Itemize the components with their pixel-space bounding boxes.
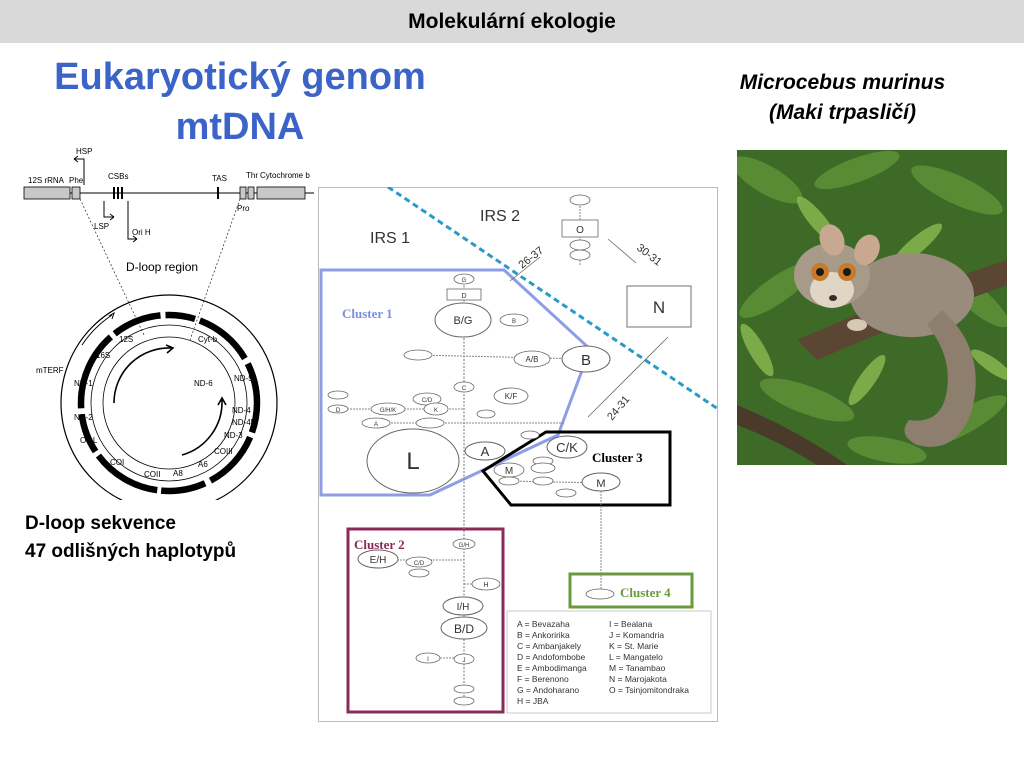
- node-o: O: [576, 225, 584, 236]
- slide-title-line2: mtDNA: [175, 106, 305, 148]
- node-bd: B/D: [454, 622, 474, 636]
- coiii-label: COIII: [214, 447, 233, 456]
- legend-right-k: K = St. Marie: [609, 641, 659, 651]
- species-name: Microcebus murinus: [739, 71, 946, 94]
- a6-label: A6: [198, 460, 208, 469]
- node-cd: C/D: [422, 398, 433, 404]
- legend-left-d: D = Andofombobe: [517, 652, 586, 662]
- node-m1: M: [505, 466, 513, 477]
- legend-right-l: L = Mangatelo: [609, 652, 663, 662]
- mterf-label: mTERF: [36, 366, 64, 375]
- nd3-label: ND-3: [224, 431, 243, 440]
- legend-left-g: G = Andoharano: [517, 685, 579, 695]
- node-n: N: [653, 298, 665, 317]
- slide-title-line1: Eukaryotický genom: [54, 56, 426, 98]
- cluster2-label: Cluster 2: [354, 537, 405, 552]
- legend-right-n: N = Marojakota: [609, 674, 667, 684]
- cytb-short-label: Cyt-b: [198, 335, 218, 344]
- cluster4-label: Cluster 4: [620, 585, 671, 600]
- node-eh: E/H: [370, 555, 387, 566]
- node-a: A: [481, 444, 490, 459]
- nd4-label: ND-4: [232, 406, 251, 415]
- node-ab: A/B: [526, 355, 539, 364]
- phe-label: Phe: [69, 176, 84, 185]
- irs1-label: IRS 1: [370, 230, 410, 247]
- irs2-label: IRS 2: [480, 208, 520, 225]
- legend-left-h: H = JBA: [517, 696, 549, 706]
- s12-label: 12S: [119, 335, 133, 344]
- node-j: J: [463, 658, 466, 664]
- tas-label: TAS: [212, 174, 227, 183]
- node-g: G: [462, 278, 467, 284]
- node-m2: M: [596, 478, 605, 490]
- node-ghk: G/H/K: [380, 408, 396, 414]
- lsp-label: LSP: [94, 222, 109, 231]
- haplotype-count-text: 47 odlišných haplotypů: [25, 541, 237, 562]
- a8-label: A8: [173, 469, 183, 478]
- header-bar: Molekulární ekologie: [0, 0, 1024, 43]
- node-cd2: C/D: [414, 561, 425, 567]
- nd4l-label: ND-4L: [232, 418, 256, 427]
- cluster3-label: Cluster 3: [592, 450, 643, 465]
- node-d2: D: [336, 408, 341, 414]
- node-kf: K/F: [505, 392, 518, 401]
- dloop-sequence-text: D-loop sekvence: [25, 513, 176, 534]
- legend-right-j: J = Komandria: [609, 630, 664, 640]
- node-i: I: [427, 657, 429, 663]
- mouse-lemur-photo: [737, 150, 1007, 465]
- coii-label: COII: [144, 470, 160, 479]
- orih-label: Ori H: [132, 228, 151, 237]
- node-b-small: B: [512, 319, 516, 325]
- node-l: L: [406, 448, 419, 475]
- thr-label: Thr: [246, 171, 258, 180]
- csbs-label: CSBs: [108, 172, 128, 181]
- legend-right-m: M = Tanambao: [609, 663, 666, 673]
- nd6-label: ND-6: [194, 379, 213, 388]
- node-a-small: A: [374, 422, 378, 428]
- cytb-label: Cytochrome b: [260, 171, 310, 180]
- node-bg: B/G: [454, 315, 473, 327]
- rrna12s-label: 12S rRNA: [28, 176, 65, 185]
- pro-label: Pro: [237, 204, 250, 213]
- node-c: C: [462, 386, 467, 392]
- legend-left-c: C = Ambanjakely: [517, 641, 582, 651]
- cluster1-label: Cluster 1: [342, 306, 393, 321]
- nd2-label: ND-2: [74, 413, 93, 422]
- node-b: B: [581, 352, 591, 369]
- dloop-region-label: D-loop region: [126, 260, 198, 274]
- coi-label: COI: [110, 458, 124, 467]
- legend-right-o: O = Tsinjomitondraka: [609, 685, 689, 695]
- legend-left-b: B = Ankoririka: [517, 630, 570, 640]
- legend-left-a: A = Bevazaha: [517, 619, 570, 629]
- hsp-label: HSP: [76, 147, 92, 156]
- node-d: D: [461, 293, 466, 300]
- node-ck: C/K: [556, 440, 578, 455]
- legend-left-f: F = Berenono: [517, 674, 569, 684]
- node-h: H: [483, 582, 488, 589]
- legend-right-i: I = Bealana: [609, 619, 653, 629]
- nd1-label: ND-1: [74, 379, 93, 388]
- mtdna-dloop-diagram: HSP 12S rRNA Phe CSBs TAS Thr Cytochrome…: [23, 147, 314, 500]
- haplotype-network-diagram: IRS 2 IRS 1 Cluster 1 Cluster 3 Cluster …: [318, 187, 718, 722]
- species-common-name: (Maki trpasličí): [768, 101, 917, 124]
- nd5-label: ND-5: [234, 374, 253, 383]
- node-k: K: [434, 408, 438, 414]
- header-title: Molekulární ekologie: [408, 9, 616, 33]
- legend-left-e: E = Ambodimanga: [517, 663, 587, 673]
- node-gh: G/H: [459, 543, 470, 549]
- node-ih: I/H: [457, 602, 470, 613]
- s16-label: 16S: [96, 351, 110, 360]
- oril-label: Ori L: [80, 436, 98, 445]
